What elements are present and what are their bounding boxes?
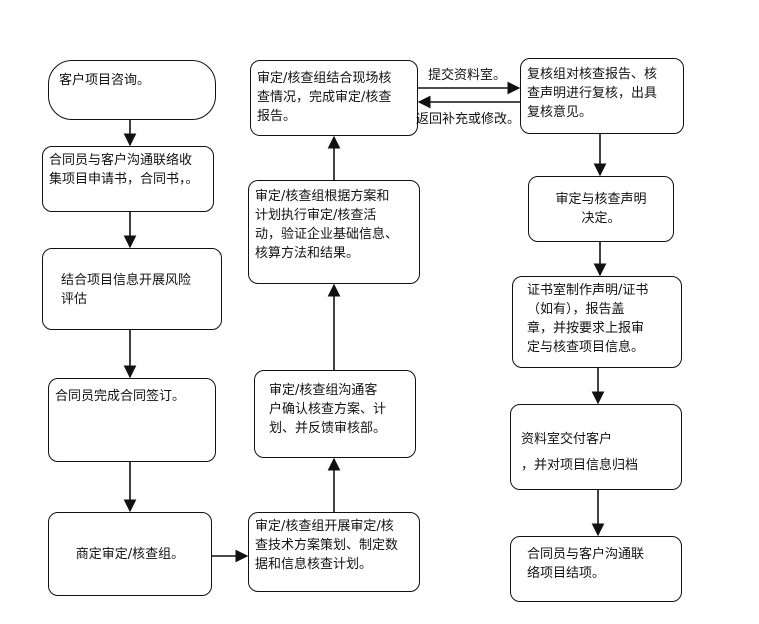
node-execute-verification-text: 审定/核查组根据方案和 计划执行审定/核查活 动，验证企业基础信息、 核算方法和… [255,189,399,261]
node-deliver-archive-text: 资料室交付客户 ，并对项目信息归档 [521,432,639,473]
node-team-assignment-text: 商定审定/核查组。 [75,546,185,562]
node-complete-report-text: 审定/核查组结合现场核 查情况，完成审定/核查 报告。 [257,71,392,124]
node-collect-application-text: 合同员与客户沟通联络收 集项目申请书，合同书，。 [49,153,199,187]
node-confirm-plan-text: 审定/核查组沟通客 户确认核查方案、计 划、并反馈审核部。 [269,383,387,436]
node-team-assignment: 商定审定/核查组。 [48,512,212,596]
node-client-consultation-text: 客户项目咨询。 [59,73,151,88]
node-complete-report: 审定/核查组结合现场核 查情况，完成审定/核查 报告。 [250,60,418,136]
node-execute-verification: 审定/核查组根据方案和 计划执行审定/核查活 动，验证企业基础信息、 核算方法和… [248,180,420,284]
node-certificate-office-text: 证书室制作声明/证书 （如有），报告盖 章，并按要求上报审 定与核查项目信息。 [527,283,649,355]
node-collect-application: 合同员与客户沟通联络收 集项目申请书，合同书，。 [42,146,214,212]
node-risk-assessment-text: 结合项目信息开展风险 评估 [61,273,192,307]
node-certificate-office: 证书室制作声明/证书 （如有），报告盖 章，并按要求上报审 定与核查项目信息。 [512,276,682,368]
node-technical-planning: 审定/核查组开展审定/核 查技术方案策划、制定数 据和信息核查计划。 [248,512,420,592]
node-confirm-plan: 审定/核查组沟通客 户确认核查方案、计 划、并反馈审核部。 [254,370,416,458]
node-statement-decision: 审定与核查声明 决定。 [528,176,674,242]
node-risk-assessment: 结合项目信息开展风险 评估 [42,248,222,330]
node-client-consultation: 客户项目咨询。 [48,60,216,120]
node-review-text: 复核组对核查报告、核 查声明进行复核，出具 复核意见。 [527,67,658,120]
node-statement-decision-text: 审定与核查声明 决定。 [555,192,647,226]
edge-label-return: 返回补充或修改。 [416,112,521,127]
node-technical-planning-text: 审定/核查组开展审定/核 查技术方案策划、制定数 据和信息核查计划。 [255,519,399,572]
node-project-closure-text: 合同员与客户沟通联 络项目结项。 [527,547,645,581]
node-deliver-archive: 资料室交付客户 ，并对项目信息归档 [510,404,682,490]
node-contract-signing-text: 合同员完成合同签订。 [55,389,186,404]
node-review: 复核组对核查报告、核 查声明进行复核，出具 复核意见。 [520,58,684,134]
edge-label-submit: 提交资料室。 [428,68,507,83]
node-contract-signing: 合同员完成合同签订。 [48,378,216,462]
node-project-closure: 合同员与客户沟通联 络项目结项。 [510,536,682,602]
